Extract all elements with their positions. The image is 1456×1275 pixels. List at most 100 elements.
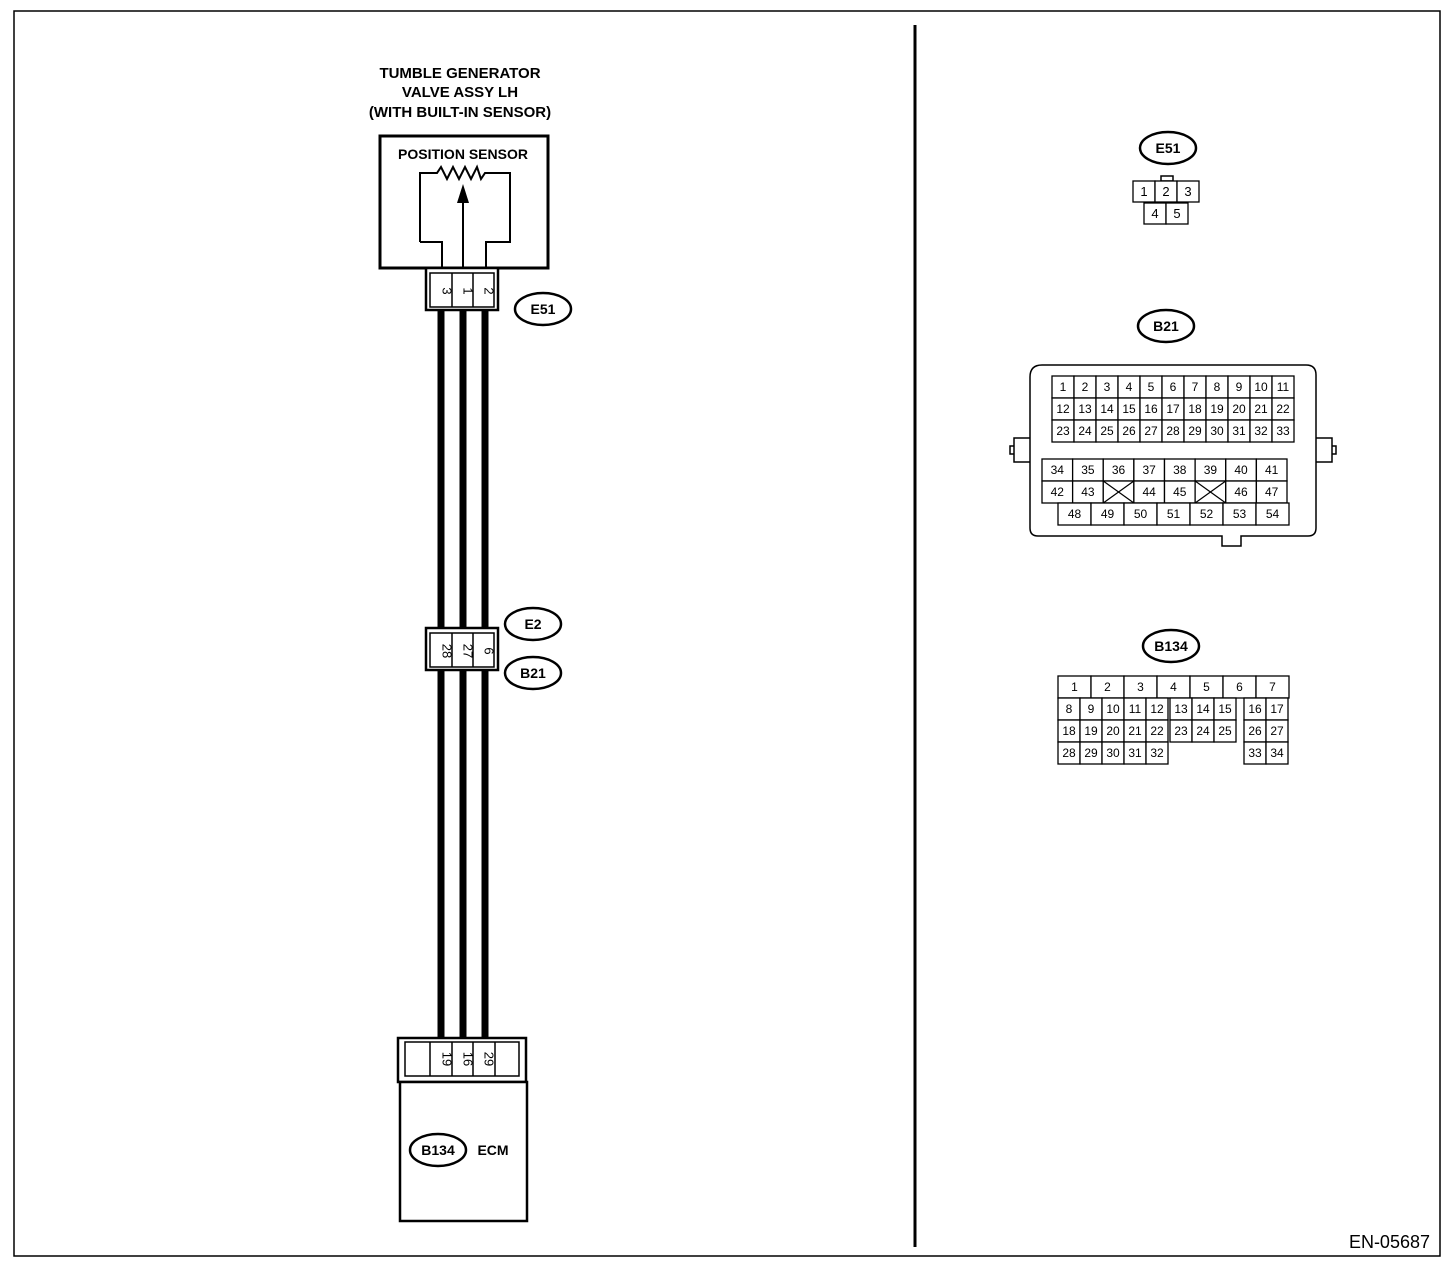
b21-pin-number: 53 xyxy=(1233,507,1247,521)
b134-pin-number: 18 xyxy=(1062,724,1076,738)
tag-e51: E51 xyxy=(513,291,573,327)
position-sensor-label: POSITION SENSOR xyxy=(398,146,528,162)
b21-pin-number: 16 xyxy=(1144,402,1158,416)
e51-view-tag: E51 xyxy=(1156,140,1181,156)
connector-e51: 3 1 2 xyxy=(424,266,500,312)
b134-pin-number: 6 xyxy=(1236,680,1243,694)
e51-pin-label: 2 xyxy=(482,287,497,294)
b134-pin-number: 11 xyxy=(1129,702,1142,716)
b134-cell xyxy=(1213,719,1237,743)
b21-pin-number: 1 xyxy=(1060,380,1067,394)
b134-pin-number: 34 xyxy=(1270,746,1284,760)
b21-pin-number: 20 xyxy=(1232,402,1246,416)
b21-pin-number: 43 xyxy=(1081,485,1095,499)
b21-pin-number: 11 xyxy=(1277,380,1290,394)
b21-blank-mark xyxy=(1194,480,1227,504)
b21-pin-number: 24 xyxy=(1078,424,1092,438)
b21-pin-number: 47 xyxy=(1265,485,1279,499)
b134-pin-number: 33 xyxy=(1248,746,1262,760)
b134-pin-label: 19 xyxy=(440,1052,455,1066)
b21-pin-label: 28 xyxy=(440,644,455,658)
connector-b21: 28 27 6 xyxy=(424,626,500,672)
b21-pin-label: 6 xyxy=(482,647,497,654)
b21-pin-number: 12 xyxy=(1056,402,1070,416)
b21-pin-number: 45 xyxy=(1173,485,1187,499)
diagram-frame xyxy=(13,10,1441,1257)
b21-pin-number: 29 xyxy=(1188,424,1202,438)
harness-wires xyxy=(437,310,489,1040)
b21-pin-number: 17 xyxy=(1166,402,1180,416)
ecm-unit: 19 16 29 B134 ECM xyxy=(396,1036,529,1223)
b134-pin-number: 4 xyxy=(1170,680,1177,694)
b21-pin-number: 7 xyxy=(1192,380,1199,394)
b21-pin-number: 6 xyxy=(1170,380,1177,394)
b134-pin-number: 24 xyxy=(1196,724,1210,738)
b134-view-tag: B134 xyxy=(1154,638,1188,654)
b21-pin-number: 13 xyxy=(1078,402,1092,416)
b134-pin-number: 13 xyxy=(1174,702,1188,716)
b21-pin-number: 4 xyxy=(1126,380,1133,394)
b134-pin-number: 1 xyxy=(1071,680,1078,694)
b134-pin-number: 21 xyxy=(1128,724,1142,738)
b134-pin-number: 2 xyxy=(1104,680,1111,694)
b21-pin-number: 14 xyxy=(1100,402,1114,416)
b21-pin-number: 46 xyxy=(1234,485,1248,499)
b134-cell xyxy=(1265,741,1289,765)
b21-pin-label: 27 xyxy=(461,644,476,658)
b134-pin-number: 32 xyxy=(1150,746,1164,760)
e51-pin-number: 3 xyxy=(1184,184,1191,199)
e51-pin-number: 4 xyxy=(1151,206,1158,221)
b134-pin-number: 17 xyxy=(1270,702,1284,716)
b134-pin-number: 12 xyxy=(1150,702,1164,716)
b134-pin-number: 26 xyxy=(1248,724,1262,738)
b134-pin-number: 22 xyxy=(1150,724,1164,738)
b21-pin-number: 36 xyxy=(1112,463,1126,477)
b21-pin-number: 9 xyxy=(1236,380,1243,394)
b21-pin-number: 34 xyxy=(1051,463,1065,477)
b21-pin-number: 44 xyxy=(1143,485,1157,499)
b134-pin-number: 20 xyxy=(1106,724,1120,738)
b134-pin-number: 23 xyxy=(1174,724,1188,738)
b21-cell xyxy=(1271,419,1295,443)
b21-pin-number: 52 xyxy=(1200,507,1214,521)
b134-pin-number: 10 xyxy=(1106,702,1120,716)
e51-pin-number: 1 xyxy=(1140,184,1147,199)
b134-pin-label: 16 xyxy=(461,1052,476,1066)
b134-pin-number: 28 xyxy=(1062,746,1076,760)
component-title-line2: VALVE ASSY LH xyxy=(402,84,518,101)
e51-cell xyxy=(1176,180,1200,203)
b21-pin-number: 49 xyxy=(1101,507,1115,521)
b134-pin-number: 25 xyxy=(1218,724,1232,738)
b21-pin-number: 10 xyxy=(1254,380,1268,394)
b21-pin-number: 28 xyxy=(1166,424,1180,438)
e51-pin-number: 2 xyxy=(1162,184,1169,199)
b21-pin-number: 3 xyxy=(1104,380,1111,394)
b134-pin-number: 5 xyxy=(1203,680,1210,694)
b21-pin-number: 23 xyxy=(1056,424,1070,438)
b21-pin-number: 25 xyxy=(1100,424,1114,438)
b21-pin-number: 37 xyxy=(1143,463,1157,477)
b21-view-tag: B21 xyxy=(1153,318,1179,334)
b21-pin-number: 19 xyxy=(1210,402,1224,416)
b21-pin-number: 31 xyxy=(1232,424,1246,438)
b134-pin-number: 7 xyxy=(1269,680,1276,694)
b134-pin-number: 19 xyxy=(1084,724,1098,738)
b21-pin-number: 50 xyxy=(1134,507,1148,521)
potentiometer-symbol xyxy=(419,164,511,268)
b134-pin-number: 9 xyxy=(1088,702,1095,716)
b21-pin-number: 54 xyxy=(1266,507,1280,521)
svg-text:B21: B21 xyxy=(520,665,546,681)
b21-pin-number: 21 xyxy=(1254,402,1268,416)
b21-pin-number: 51 xyxy=(1167,507,1181,521)
b134-pin-number: 27 xyxy=(1270,724,1284,738)
component-title-line3: (WITH BUILT-IN SENSOR) xyxy=(369,104,551,121)
b21-pin-number: 32 xyxy=(1254,424,1268,438)
b134-pin-number: 8 xyxy=(1066,702,1073,716)
b134-pin-number: 29 xyxy=(1084,746,1098,760)
b21-pin-number: 48 xyxy=(1068,507,1082,521)
b134-pin-number: 30 xyxy=(1106,746,1120,760)
b21-pin-number: 30 xyxy=(1210,424,1224,438)
